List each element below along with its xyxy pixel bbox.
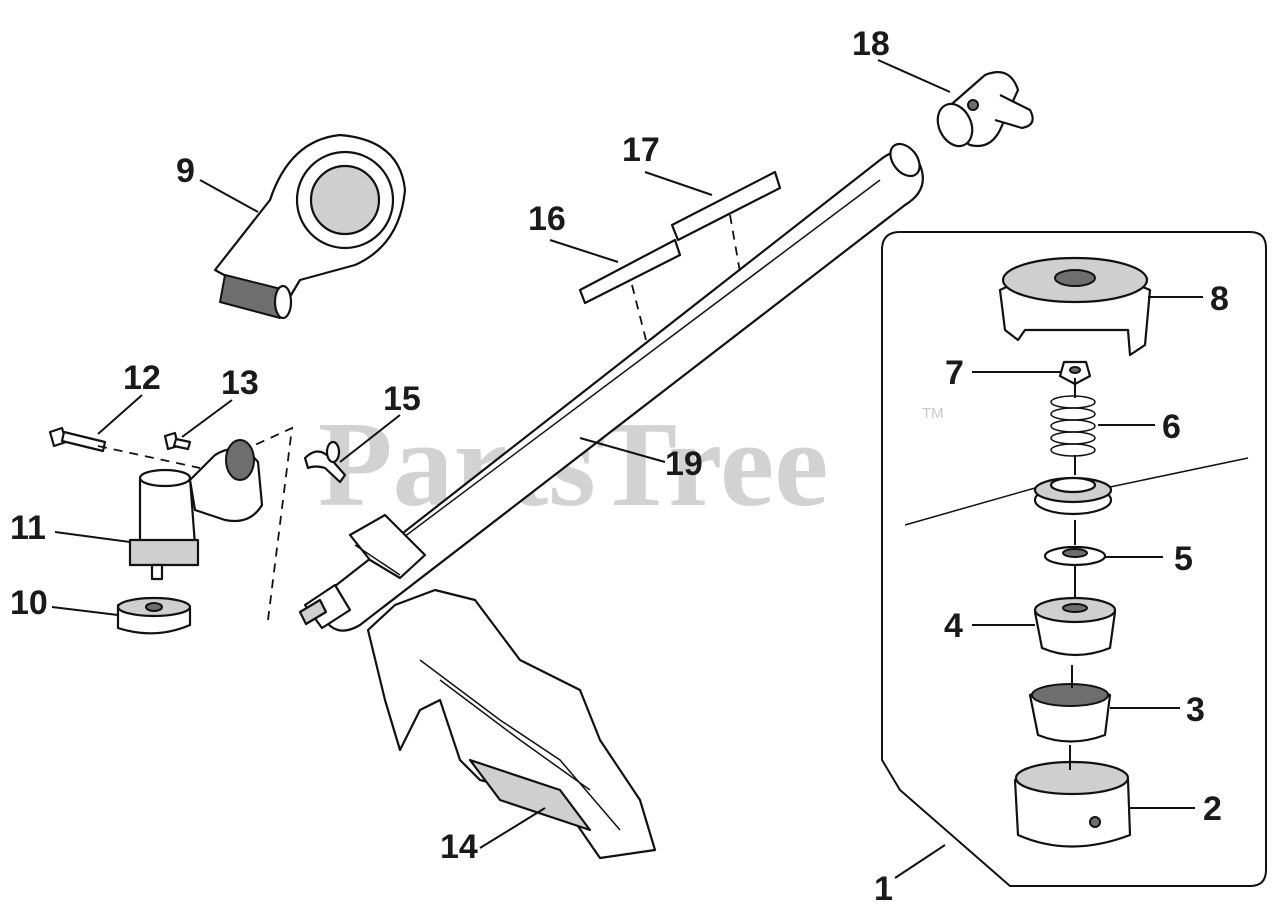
gearhead-part[interactable] <box>128 439 264 581</box>
inner-reel-part[interactable] <box>1033 596 1117 657</box>
callout-12[interactable]: 12 <box>123 359 161 397</box>
callout-7[interactable]: 7 <box>945 354 964 392</box>
leader-dash-17 <box>729 214 741 273</box>
callout-10[interactable]: 10 <box>10 584 48 622</box>
callout-13[interactable]: 13 <box>221 364 259 402</box>
callout-3[interactable]: 3 <box>1186 691 1205 729</box>
callout-4[interactable]: 4 <box>944 607 963 645</box>
screw-12-part[interactable] <box>48 426 107 453</box>
spring-part[interactable] <box>1050 395 1096 457</box>
callout-17[interactable]: 17 <box>622 131 660 169</box>
assembly-dash-12 <box>97 445 201 469</box>
callout-11[interactable]: 11 <box>10 509 46 547</box>
washer-part[interactable] <box>1043 545 1107 567</box>
callout-19[interactable]: 19 <box>665 445 703 483</box>
hub-part[interactable] <box>1028 683 1112 743</box>
shaft-tube[interactable] <box>298 138 926 632</box>
callout-1[interactable]: 1 <box>874 870 893 908</box>
callout-6[interactable]: 6 <box>1162 408 1181 446</box>
kit-outline <box>881 231 1267 887</box>
spool-cover-part[interactable] <box>998 256 1152 357</box>
hex-nut-part[interactable] <box>1058 360 1092 386</box>
callout-8[interactable]: 8 <box>1210 280 1229 318</box>
callout-16[interactable]: 16 <box>528 200 566 238</box>
callout-14[interactable]: 14 <box>440 828 478 866</box>
screw-13-part[interactable] <box>163 431 192 451</box>
callout-9[interactable]: 9 <box>176 152 195 190</box>
spool-housing-part[interactable] <box>1013 760 1132 848</box>
callout-5[interactable]: 5 <box>1174 540 1193 578</box>
leader-dash-16 <box>631 284 647 341</box>
nut-part[interactable] <box>116 596 192 635</box>
coupler-part[interactable] <box>931 71 1034 152</box>
guard-part[interactable] <box>366 588 657 860</box>
trademark-mark: TM <box>922 405 944 422</box>
shaft-clamp[interactable] <box>348 513 427 580</box>
clip-part[interactable] <box>303 440 347 484</box>
callout-15[interactable]: 15 <box>383 380 421 418</box>
handle-part[interactable] <box>213 133 407 320</box>
decal-label-16[interactable] <box>578 238 682 305</box>
assembly-dash-shaft <box>254 426 294 621</box>
line-spool-part[interactable] <box>904 457 1249 526</box>
callout-18[interactable]: 18 <box>852 25 890 63</box>
callout-2[interactable]: 2 <box>1203 790 1222 828</box>
decal-label-17[interactable] <box>670 170 782 242</box>
leader-lines <box>51 59 1203 879</box>
